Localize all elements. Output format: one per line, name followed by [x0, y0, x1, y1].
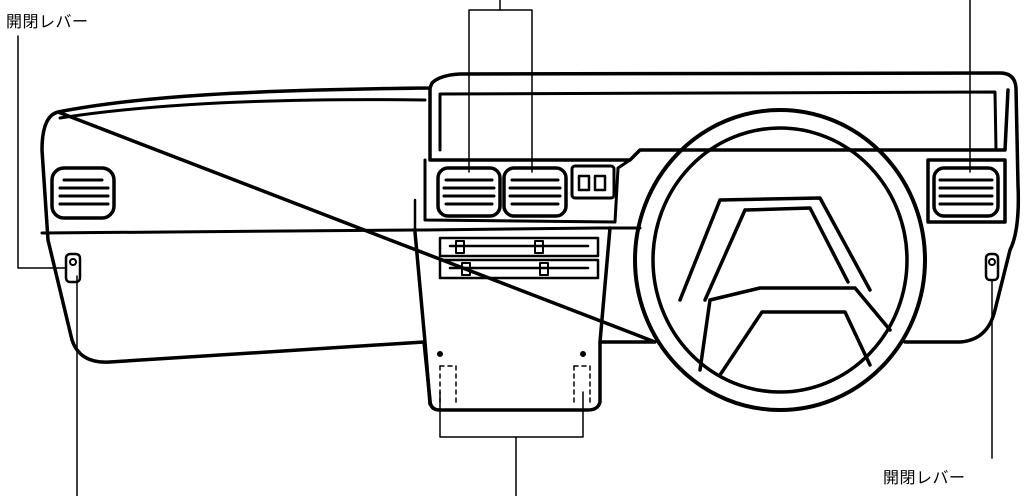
- console-screw-left: [437, 351, 443, 357]
- right-dash-latch: [984, 252, 1000, 282]
- glovebox-seam: [40, 226, 642, 235]
- center-vent-right: [502, 166, 568, 218]
- binnacle-inner: [438, 90, 998, 152]
- dashboard-outline: [40, 71, 1021, 412]
- left-lever-label: 開閉レバー: [6, 12, 89, 31]
- console-screw-right: [580, 351, 586, 357]
- climate-controls: [438, 236, 600, 280]
- bottom-center-leader: [439, 391, 584, 438]
- center-binnacle: [428, 86, 1010, 162]
- right-air-vent: [926, 158, 1007, 224]
- switch-panel: [570, 164, 616, 200]
- dashboard-crest: [58, 98, 427, 120]
- lower-center-console: [413, 226, 612, 406]
- center-vent-leader: [468, 9, 533, 173]
- left-air-vent: [50, 166, 116, 220]
- left-label-leader: [17, 35, 67, 269]
- center-vent-left: [436, 166, 502, 218]
- console-hidden-brackets: [439, 365, 591, 403]
- right-lever-label: 開閉レバー: [883, 468, 966, 487]
- steering-wheel: [633, 108, 927, 412]
- left-glovebox-latch: [64, 252, 82, 284]
- center-vent-housing: [423, 158, 632, 224]
